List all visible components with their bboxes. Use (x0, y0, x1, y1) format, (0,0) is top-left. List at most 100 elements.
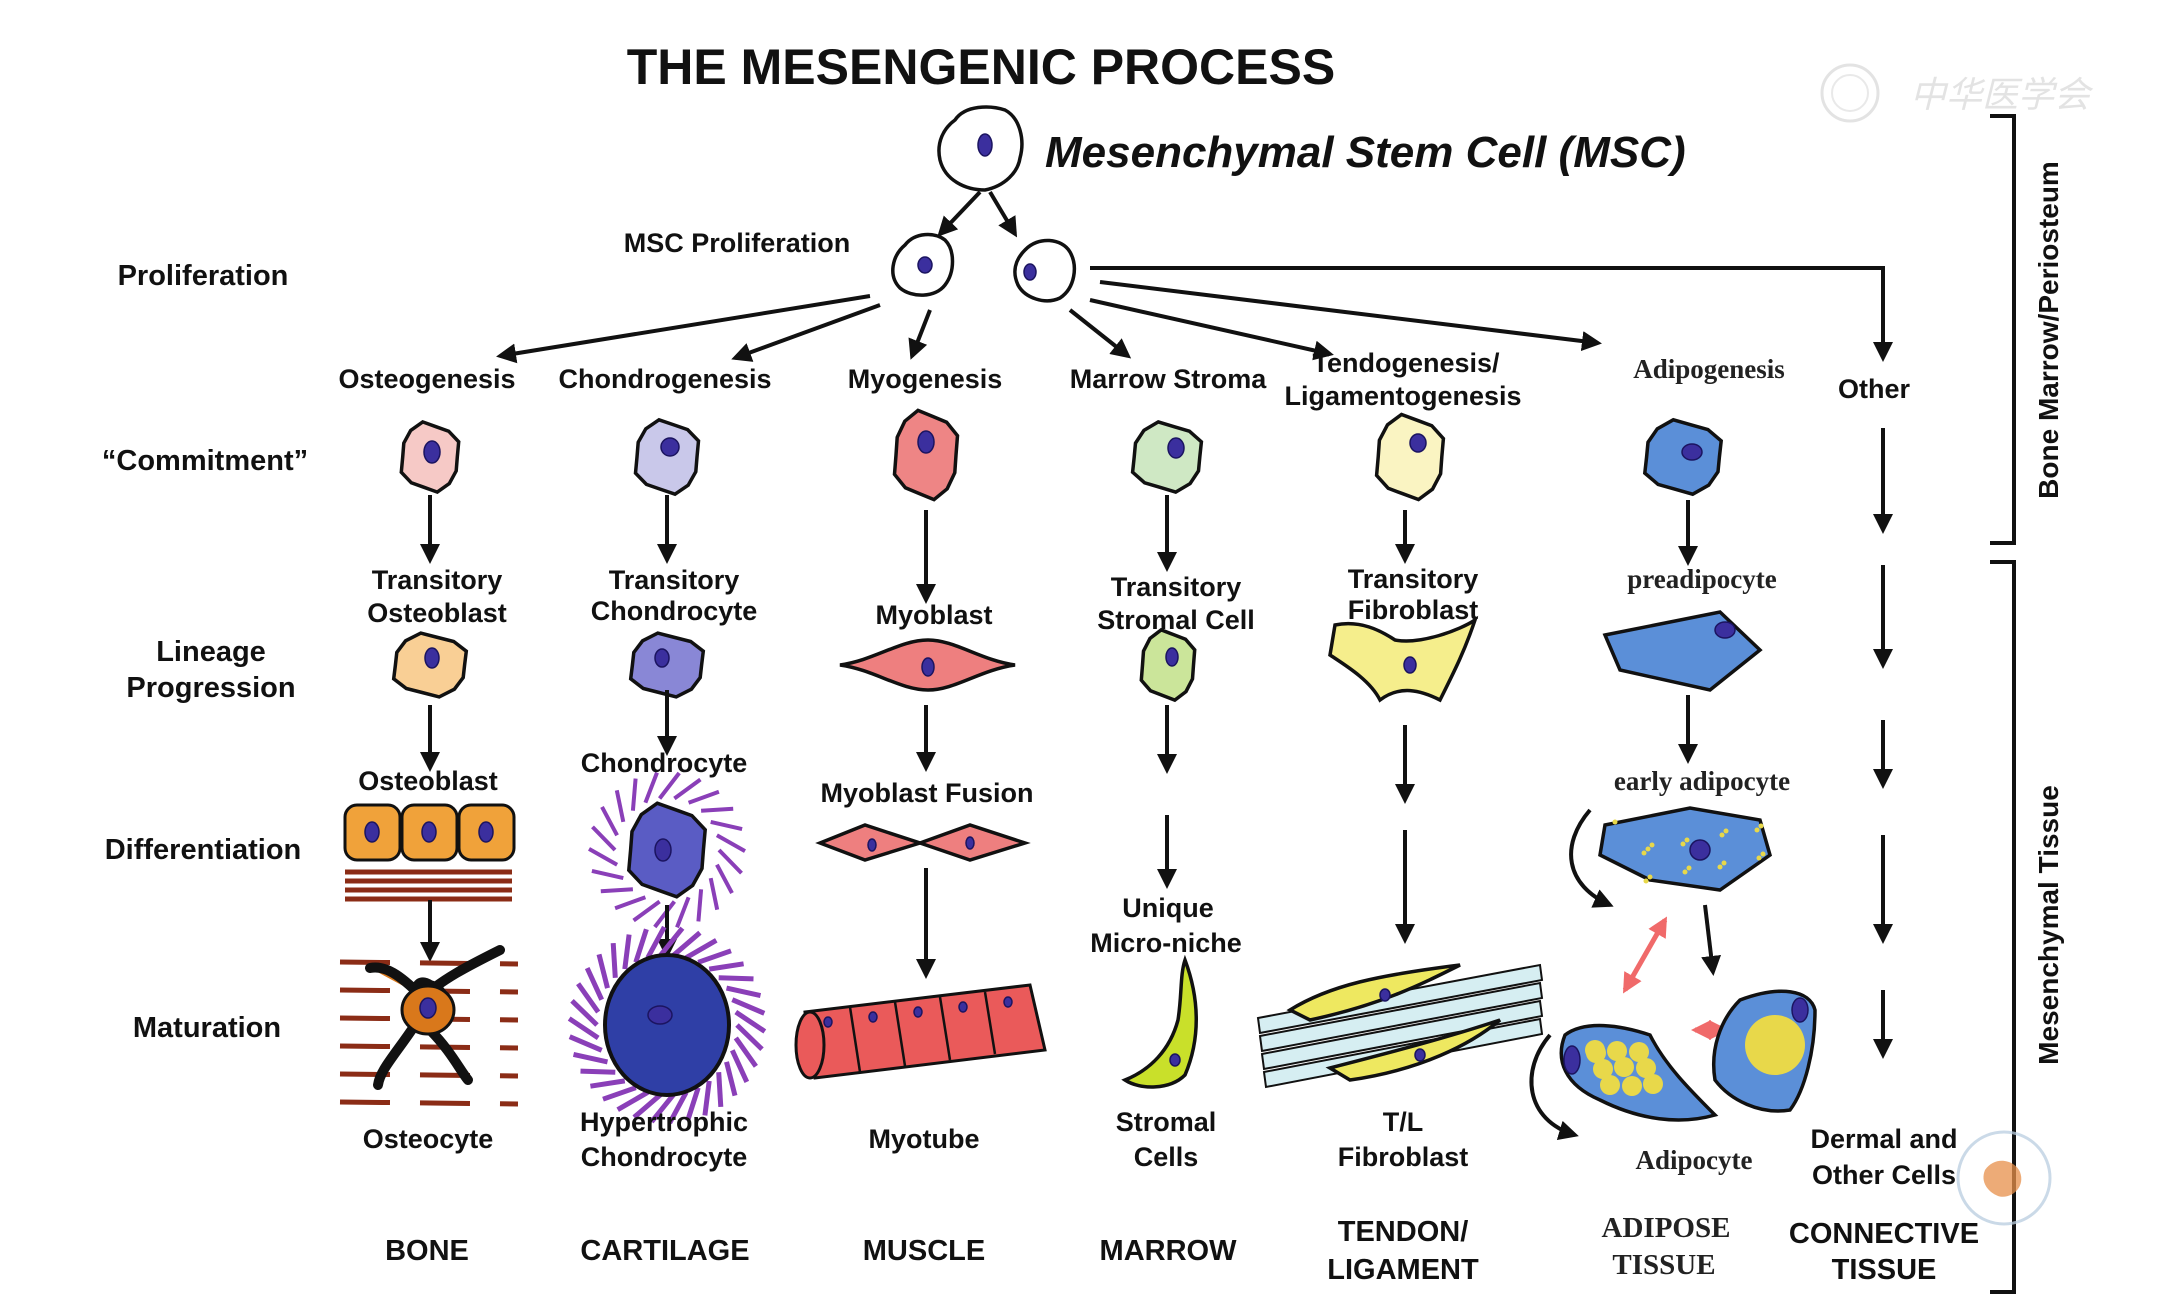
bone-lamella (339, 1071, 519, 1079)
seal-ring-icon (1956, 1130, 2052, 1226)
lipid-droplet (1723, 828, 1729, 834)
cartilage-matrix-strand (710, 819, 743, 832)
nucleus-icon (423, 440, 441, 464)
collagen-fiber (1260, 999, 1544, 1071)
side-label-mesenchymal-tissue: Mesenchymal Tissue (2033, 785, 2064, 1065)
seal-map-icon (1983, 1160, 2022, 1197)
hypertrophic-matrix-strand (568, 1034, 603, 1053)
cartilage-matrix-strand (687, 789, 720, 805)
tl-fibroblast-cell-1 (1286, 963, 1461, 1022)
row-label-lineage: Lineage (156, 636, 266, 668)
msc-proliferation-label: MSC Proliferation (624, 228, 851, 258)
arrow-adipo-curve-2 (1529, 1033, 1579, 1140)
nucleus-icon (1165, 647, 1179, 667)
cma-seal-bottom (1956, 1130, 2052, 1226)
lineage-osteogenesis: Osteogenesis (338, 364, 515, 394)
preadipocyte-commitment-cell (1642, 417, 1724, 497)
bracket-bone-marrow (1990, 114, 2016, 545)
hypertrophic-matrix-strand (567, 1016, 600, 1040)
lipid-droplet-large (1629, 1042, 1649, 1062)
hypertrophic-matrix-strand (735, 1023, 764, 1051)
hypertrophic-matrix-strand (596, 953, 610, 989)
cartilage-matrix-strand (600, 887, 634, 894)
final-myotube: Myotube (869, 1124, 980, 1154)
stage-transitory-chondrocyte-1: Transitory (609, 565, 740, 595)
arrow-adipo-curve-1 (1569, 808, 1614, 908)
daughter-cell-1 (891, 232, 955, 297)
nucleus-icon (1003, 996, 1013, 1008)
cma-seal-icon (1820, 63, 1880, 123)
final-tl: T/L (1383, 1107, 1424, 1137)
tissue-adipose: ADIPOSE (1602, 1212, 1731, 1244)
nucleus-icon (421, 821, 437, 843)
hypertrophic-matrix-strand (622, 934, 632, 970)
msc-root-cell (937, 105, 1024, 192)
cartilage-matrix-strand (630, 778, 638, 811)
hypertrophic-matrix-strand (716, 1072, 724, 1108)
watermark: 中华医学会 (1820, 63, 2094, 123)
tissue-ligament: LIGAMENT (1327, 1254, 1479, 1286)
nucleus-icon (1689, 839, 1711, 861)
final-cells: Cells (1134, 1142, 1199, 1172)
lineage-ligamentogenesis: Ligamentogenesis (1284, 381, 1521, 411)
cartilage-matrix-strand (673, 777, 702, 801)
lipid-droplet (1682, 869, 1688, 875)
early-adipocyte-cell (1598, 806, 1773, 892)
nucleus-icon (867, 838, 877, 852)
tissue-bone: BONE (385, 1235, 469, 1267)
nucleus-icon (364, 821, 380, 843)
hypertrophic-matrix-strand (632, 1092, 663, 1120)
myotube-segment-line (893, 1001, 907, 1067)
lipid-droplet (1643, 878, 1649, 884)
row-label-maturation: Maturation (133, 1012, 281, 1044)
myo-commitment-cell (892, 408, 960, 502)
lipid-droplet-large (1614, 1057, 1634, 1077)
lipid-droplet-large (1586, 1043, 1606, 1063)
tl-fibroblast-cell-2 (1325, 1018, 1502, 1082)
hypertrophic-matrix-strand (602, 1085, 637, 1102)
hypertrophic-matrix-strand (584, 967, 604, 1001)
preadipocyte-cell (1602, 610, 1763, 692)
cartilage-matrix-strand (614, 895, 647, 911)
arrow-msc-to-daughter-1 (937, 190, 982, 237)
row-label-differentiation: Differentiation (105, 834, 302, 866)
cartilage-matrix-strand (715, 863, 734, 895)
tissue-adipose-tissue: TISSUE (1612, 1249, 1715, 1281)
stage-transitory-fibroblast-1: Transitory (1348, 564, 1479, 594)
lineage-marrow-stroma: Marrow Stroma (1070, 364, 1268, 394)
stage-transitory-fibroblast-2: Fibroblast (1348, 595, 1479, 625)
row-label-commitment: “Commitment” (102, 445, 308, 477)
cartilage-matrix-strand (715, 833, 746, 853)
nucleus-icon (1681, 443, 1703, 461)
cartilage-matrix-strand (675, 896, 691, 929)
nucleus-icon (917, 430, 935, 454)
nucleus-icon (1714, 621, 1736, 639)
nucleus-icon (660, 437, 680, 457)
arrow-to-osteogenesis (496, 294, 871, 364)
watermark-text: 中华医学会 (1910, 75, 2094, 116)
myotube-segment-line (848, 1006, 862, 1073)
arrow-msc-to-daughter-2 (988, 190, 1018, 238)
nucleus-icon (1791, 997, 1809, 1023)
hypertrophic-matrix-strand (730, 1049, 750, 1083)
lipid-droplet-large (1593, 1059, 1613, 1079)
lipid-droplet (1641, 850, 1647, 856)
nucleus-icon (921, 657, 935, 677)
lipid-droplet (1756, 855, 1762, 861)
hypertrophic-matrix-strand (725, 985, 762, 999)
nucleus-icon (1409, 433, 1427, 453)
hypertrophic-matrix-strand (718, 975, 754, 982)
tissue-marrow: MARROW (1100, 1235, 1238, 1267)
tendo-commitment-cell (1374, 412, 1446, 502)
hypertrophic-matrix-strand (590, 1078, 626, 1089)
bone-lamella (339, 1099, 519, 1107)
lipid-droplet (1719, 832, 1725, 838)
arrow-to-adipogenesis (1099, 280, 1602, 351)
lipid-droplet (1612, 819, 1618, 825)
hypertrophic-matrix-strand (572, 1051, 609, 1065)
nucleus-icon (868, 1011, 878, 1023)
stromal-cell (1121, 954, 1198, 1089)
nucleus-icon (647, 1005, 673, 1025)
arrow-adipo-3 (1701, 904, 1722, 976)
tissue-muscle: MUSCLE (863, 1235, 985, 1267)
